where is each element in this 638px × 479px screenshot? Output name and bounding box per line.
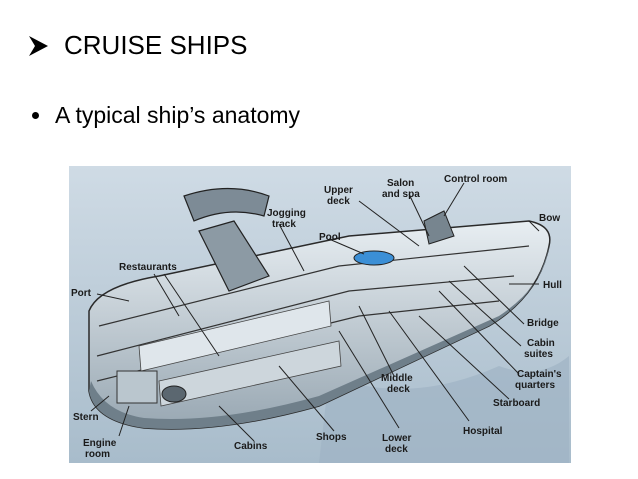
label-captains: Captain's	[517, 369, 562, 380]
label-bridge: Bridge	[527, 318, 559, 329]
pool-water	[353, 250, 395, 266]
label-upper-deck: deck	[327, 196, 350, 207]
label-shops: Shops	[316, 432, 347, 443]
label-lower: Lower	[382, 433, 412, 444]
label-and-spa: and spa	[382, 189, 420, 200]
label-engine-room: room	[85, 449, 110, 460]
label-middle-deck: deck	[387, 384, 410, 395]
label-bow: Bow	[539, 213, 560, 224]
upper-deck-line	[98, 245, 530, 327]
label-hull: Hull	[543, 280, 562, 291]
ship-anatomy-illustration: Control room Salon and spa Upper deck Jo…	[69, 166, 571, 463]
bullet-item: A typical ship’s anatomy	[32, 102, 300, 129]
label-pool: Pool	[319, 232, 341, 243]
label-cabins: Cabins	[234, 441, 268, 452]
lower-interior	[158, 340, 342, 407]
label-control-room: Control room	[444, 174, 507, 185]
middle-deck-line	[96, 275, 515, 357]
label-quarters: quarters	[515, 380, 555, 391]
label-restaurants: Restaurants	[119, 262, 177, 273]
slide-title: CRUISE SHIPS	[64, 30, 248, 60]
slide-title-row: CRUISE SHIPS	[28, 30, 248, 61]
bullet-text: A typical ship’s anatomy	[55, 102, 301, 128]
label-jogging: Jogging	[267, 208, 306, 219]
label-cabin: Cabin	[527, 338, 555, 349]
label-engine: Engine	[83, 438, 117, 449]
control-room-tower	[423, 210, 455, 245]
hull-lower-band	[89, 246, 549, 430]
water-waves	[319, 356, 569, 463]
engine-cylinder	[161, 385, 187, 403]
funnel-top	[183, 187, 270, 222]
label-suites: suites	[524, 349, 553, 360]
label-stern: Stern	[73, 412, 99, 423]
label-starboard: Starboard	[493, 398, 540, 409]
bullet-dot-icon	[32, 112, 39, 119]
label-upper: Upper	[324, 185, 353, 196]
leader-lines	[90, 182, 540, 442]
arrow-bullet-icon	[29, 35, 48, 56]
interior-rooms	[138, 300, 332, 372]
label-middle: Middle	[381, 373, 413, 384]
label-lower-deck: deck	[385, 444, 408, 455]
label-hospital: Hospital	[463, 426, 503, 437]
label-track: track	[272, 219, 296, 230]
funnel	[198, 220, 270, 292]
engine-block	[116, 370, 158, 404]
label-salon: Salon	[387, 178, 414, 189]
label-port: Port	[71, 288, 92, 299]
